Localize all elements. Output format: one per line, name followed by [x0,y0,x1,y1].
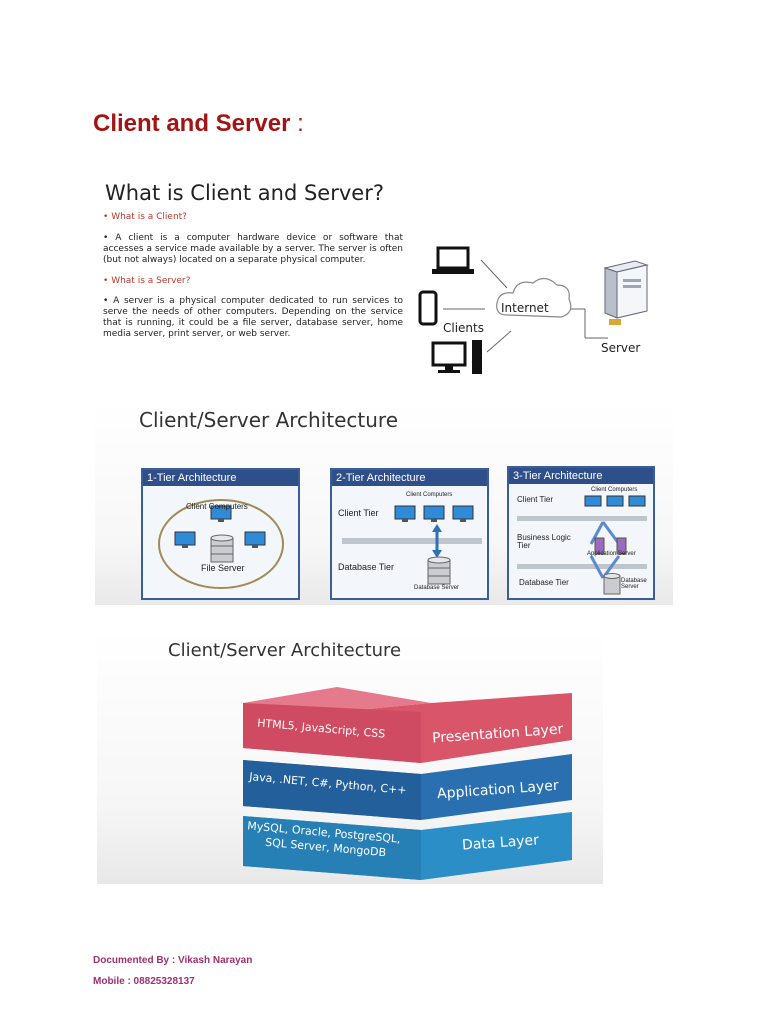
page-title-text: Client and Server [93,110,291,137]
tier2-db-tier-label: Database Tier [338,562,395,572]
bullet: • [103,212,109,222]
monitor-icon [244,531,266,548]
monitor-icon [210,505,232,522]
monitor-icon [584,495,602,507]
cloud-icon [496,277,572,318]
double-arrow-icon [432,524,442,558]
author-credit: Documented By : Vikash Narayan [93,955,253,966]
bullet: • [103,276,109,286]
monitor-icon [394,505,416,522]
tier2-heading: 2-Tier Architecture [332,470,487,486]
tier1-clients-label: Client Computers [186,502,248,511]
layer-stack-illustration [243,687,572,880]
bullet: • [103,296,109,306]
server-definition-text: A server is a physical computer dedicate… [103,296,403,339]
tier1-panel: 1-Tier Architecture Client Computers Fil… [141,468,300,600]
monitor-icon [628,495,646,507]
desktop-icon [431,340,482,374]
internet-label: Internet [501,301,549,315]
tier3-clients-label: Client Computers [591,487,638,493]
tier2-panel: 2-Tier Architecture Client Computers Cli… [330,468,489,600]
monitor-icon [423,505,445,522]
client-definition-text: A client is a computer hardware device o… [103,233,403,265]
page-title-separator: : [297,110,304,137]
tier2-illustration [342,505,482,585]
tier2-db-server-label: Database Server [414,585,460,591]
client-question: • What is a Client? [103,212,187,222]
tier3-client-tier-label: Client Tier [517,495,554,504]
slide-heading: Client/Server Architecture [168,640,402,661]
phone-icon [418,290,438,326]
tier3-illustration [517,495,647,595]
tier1-heading: 1-Tier Architecture [143,470,298,486]
client-definition: • A client is a computer hardware device… [103,233,403,266]
mobile-number: Mobile : 08825328137 [93,976,195,987]
slide-layered-architecture: Client/Server Architecture HTML5, JavaSc… [97,630,603,884]
server-question-text: What is a Server? [111,276,191,286]
server-label: Server [601,341,641,355]
server-question: • What is a Server? [103,276,190,286]
laptop-icon [432,246,474,274]
monitor-icon [174,531,196,548]
database-icon [427,556,451,585]
tier3-panel: 3-Tier Architecture Client Computers Cli… [507,466,655,600]
database-icon [210,534,234,563]
monitor-icon [606,495,624,507]
tier2-client-tier-label: Client Tier [338,508,379,518]
monitor-icon [452,505,474,522]
tier3-business-logic-label: Business Logic Tier [517,533,571,550]
clients-label: Clients [443,321,484,335]
slide-heading: Client/Server Architecture [139,408,399,432]
slide-tier-architecture: Client/Server Architecture 1-Tier Archit… [95,400,673,605]
tier3-db-server-label: Database Server [621,578,647,590]
bullet: • [103,233,109,243]
database-icon [603,573,621,595]
client-question-text: What is a Client? [111,212,187,222]
tier3-heading: 3-Tier Architecture [509,468,653,484]
server-icon [603,260,649,325]
tier2-clients-label: Client Computers [406,492,453,498]
page-title: Client and Server : [93,110,304,138]
tier3-app-server-label: Application Server [587,551,636,557]
tier3-db-tier-label: Database Tier [519,578,569,587]
client-server-diagram [418,246,649,374]
slide-what-is-client-server: What is Client and Server? • What is a C… [95,175,673,380]
slide-heading: What is Client and Server? [105,181,384,205]
tier1-file-server-label: File Server [201,563,245,573]
app-server-icon [594,537,627,555]
tier1-illustration [158,499,284,589]
server-definition: • A server is a physical computer dedica… [103,296,403,340]
